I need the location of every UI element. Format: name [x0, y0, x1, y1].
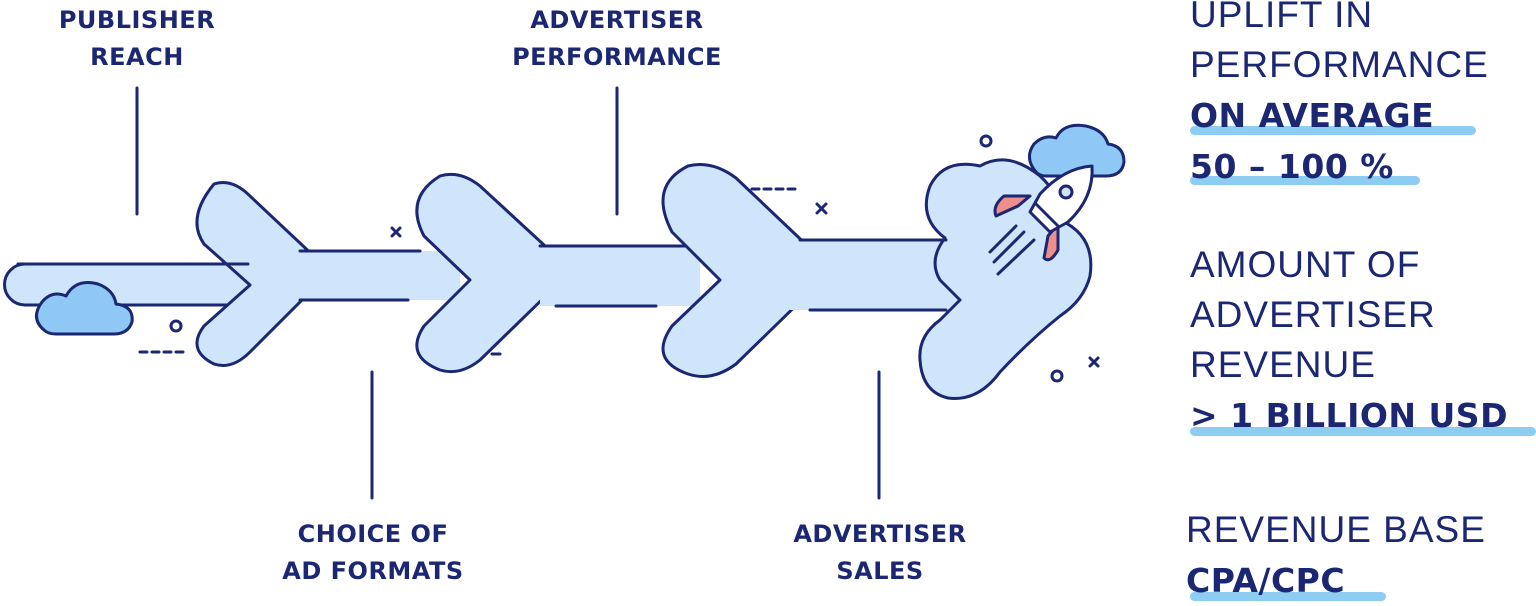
label-line: REACH: [90, 43, 184, 71]
connector-2: [540, 246, 700, 306]
label-line: ADVERTISER: [793, 520, 967, 548]
stat-text: REVENUE BASE: [1186, 509, 1486, 550]
label-line: SALES: [836, 557, 924, 585]
arrow-stem: [3, 262, 252, 307]
connector-1: [300, 251, 460, 300]
label-line: AD FORMATS: [282, 557, 464, 585]
stat-text: PERFORMANCE: [1190, 44, 1489, 85]
chevron-1: [195, 181, 326, 367]
label-publisher-reach: PUBLISHER REACH: [40, 2, 234, 76]
label-choice-of-ad-formats: CHOICE OF AD FORMATS: [262, 516, 484, 590]
connector-edges: [16, 238, 948, 312]
chevron-3: [661, 163, 825, 378]
label-line: PUBLISHER: [58, 6, 216, 34]
stat-uplift: UPLIFT IN PERFORMANCE ON AVERAGE 50 – 10…: [1190, 0, 1489, 192]
connector-3: [790, 240, 960, 310]
stat-text: ADVERTISER: [1190, 294, 1436, 335]
stat-revenue-base: REVENUE BASE CPA/CPC: [1186, 505, 1486, 606]
cloud-icon: [35, 281, 134, 336]
label-line: ADVERTISER: [530, 6, 704, 34]
label-line: PERFORMANCE: [512, 43, 722, 71]
stat-text: UPLIFT IN: [1190, 0, 1374, 35]
stat-value: 50 – 100 %: [1190, 147, 1394, 186]
rocket-icon: [988, 164, 1094, 276]
leader-lines: [135, 86, 881, 500]
chevron-2: [415, 172, 566, 374]
arrow-chain-icon: [3, 158, 1093, 400]
stat-revenue-amount: AMOUNT OF ADVERTISER REVENUE > 1 BILLION…: [1190, 240, 1514, 441]
label-advertiser-sales: ADVERTISER SALES: [774, 516, 986, 590]
stat-value: CPA/CPC: [1186, 561, 1346, 600]
stat-text: REVENUE: [1190, 344, 1376, 385]
sparkle-icon: [138, 134, 1100, 383]
highlight-bars: [1190, 126, 1536, 601]
label-advertiser-performance: ADVERTISER PERFORMANCE: [492, 2, 742, 76]
stat-value: > 1 BILLION USD: [1190, 396, 1508, 435]
label-line: CHOICE OF: [297, 520, 449, 548]
stat-value: ON AVERAGE: [1190, 96, 1435, 135]
stat-text: AMOUNT OF: [1190, 244, 1421, 285]
cloud-icon: [1028, 123, 1126, 178]
